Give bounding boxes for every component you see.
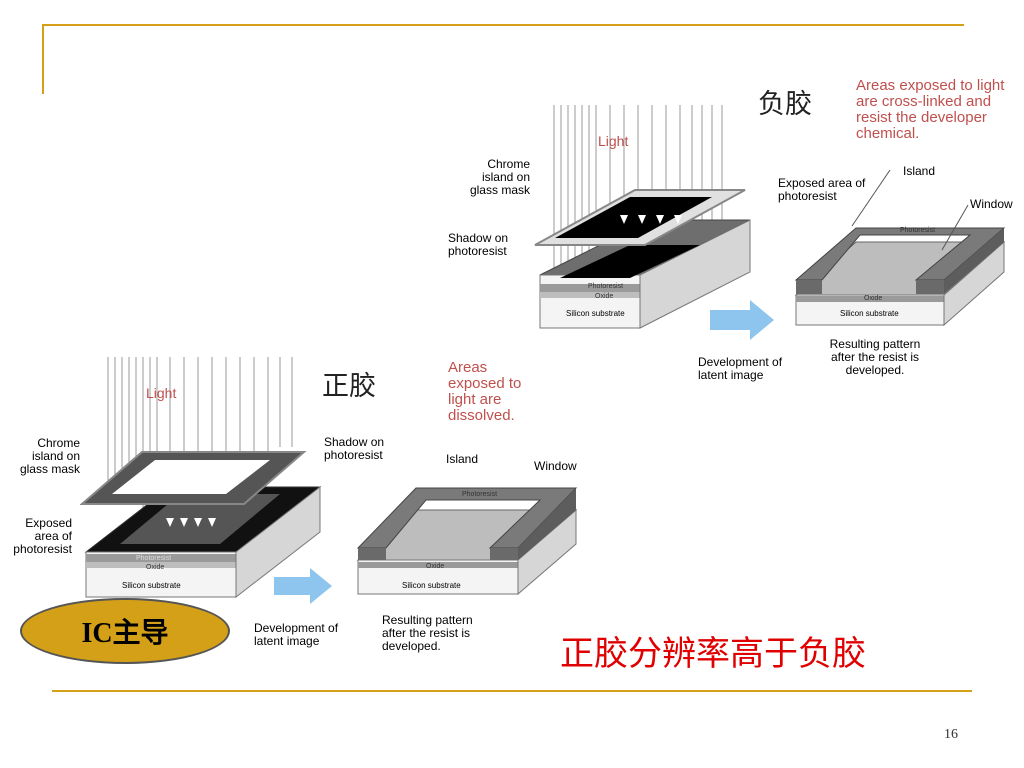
positive-light-label: Light xyxy=(146,385,176,401)
positive-photoresist-label: Photoresist xyxy=(136,555,171,562)
conclusion-text: 正胶分辨率高于负胶 xyxy=(560,634,866,674)
positive-island-label: Island xyxy=(446,452,479,466)
negative-development-arrow xyxy=(710,300,774,340)
negative-development-label: Development of latent image xyxy=(698,355,783,382)
negative-result-oxide: Oxide xyxy=(864,295,882,302)
positive-oxide-label: Oxide xyxy=(146,564,164,571)
negative-island-label: Island xyxy=(903,164,936,178)
positive-title: 正胶 xyxy=(322,371,376,402)
positive-note: Areas exposed to light are dissolved. xyxy=(448,359,522,424)
negative-result-diagram: Photoresist Oxide Silicon substrate xyxy=(794,169,1006,327)
positive-substrate-label: Silicon substrate xyxy=(122,581,181,590)
negative-substrate-label: Silicon substrate xyxy=(566,309,625,318)
negative-photoresist-label: Photoresist xyxy=(588,283,623,290)
negative-result-substrate: Silicon substrate xyxy=(840,309,899,318)
positive-exposed-label: Exposed area of photoresist xyxy=(13,516,72,556)
positive-development-arrow xyxy=(274,568,332,604)
negative-window-label: Window xyxy=(970,197,1013,211)
negative-result-photoresist: Photoresist xyxy=(900,227,935,234)
positive-window-label: Window xyxy=(534,459,577,473)
page-number: 16 xyxy=(944,727,958,742)
ic-dominant-badge-text: IC主导 xyxy=(81,618,169,649)
negative-title: 负胶 xyxy=(758,89,812,120)
positive-shadow-label: Shadow on photoresist xyxy=(324,435,385,462)
bottom-rule xyxy=(52,690,972,692)
negative-result-label: Resulting pattern after the resist is de… xyxy=(829,337,921,377)
negative-light-label: Light xyxy=(598,133,628,149)
positive-result-oxide: Oxide xyxy=(426,563,444,570)
positive-result-label: Resulting pattern after the resist is de… xyxy=(382,613,473,653)
negative-light-arrowheads xyxy=(620,215,682,224)
positive-chrome-label: Chrome island on glass mask xyxy=(19,436,80,476)
negative-chrome-label: Chrome island on glass mask xyxy=(469,157,530,197)
positive-light-arrowheads xyxy=(166,518,216,527)
positive-result-diagram: Photoresist Oxide Silicon substrate xyxy=(356,487,578,596)
negative-exposed-label: Exposed area of photoresist xyxy=(778,176,866,203)
positive-development-label: Development of latent image xyxy=(254,621,339,648)
positive-result-substrate: Silicon substrate xyxy=(402,581,461,590)
ic-dominant-badge: IC主导 xyxy=(20,598,230,664)
top-rule xyxy=(42,24,964,26)
positive-exposure-diagram: Light Photoresist Oxide Silicon substrat… xyxy=(80,357,322,599)
negative-oxide-label: Oxide xyxy=(595,293,613,300)
left-rule xyxy=(42,24,44,94)
negative-exposure-diagram: Light Photoresist Oxide Silicon substrat… xyxy=(534,105,751,329)
negative-shadow-label: Shadow on photoresist xyxy=(448,231,509,258)
negative-note: Areas exposed to light are cross-linked … xyxy=(856,77,1005,142)
positive-result-photoresist: Photoresist xyxy=(462,491,497,498)
